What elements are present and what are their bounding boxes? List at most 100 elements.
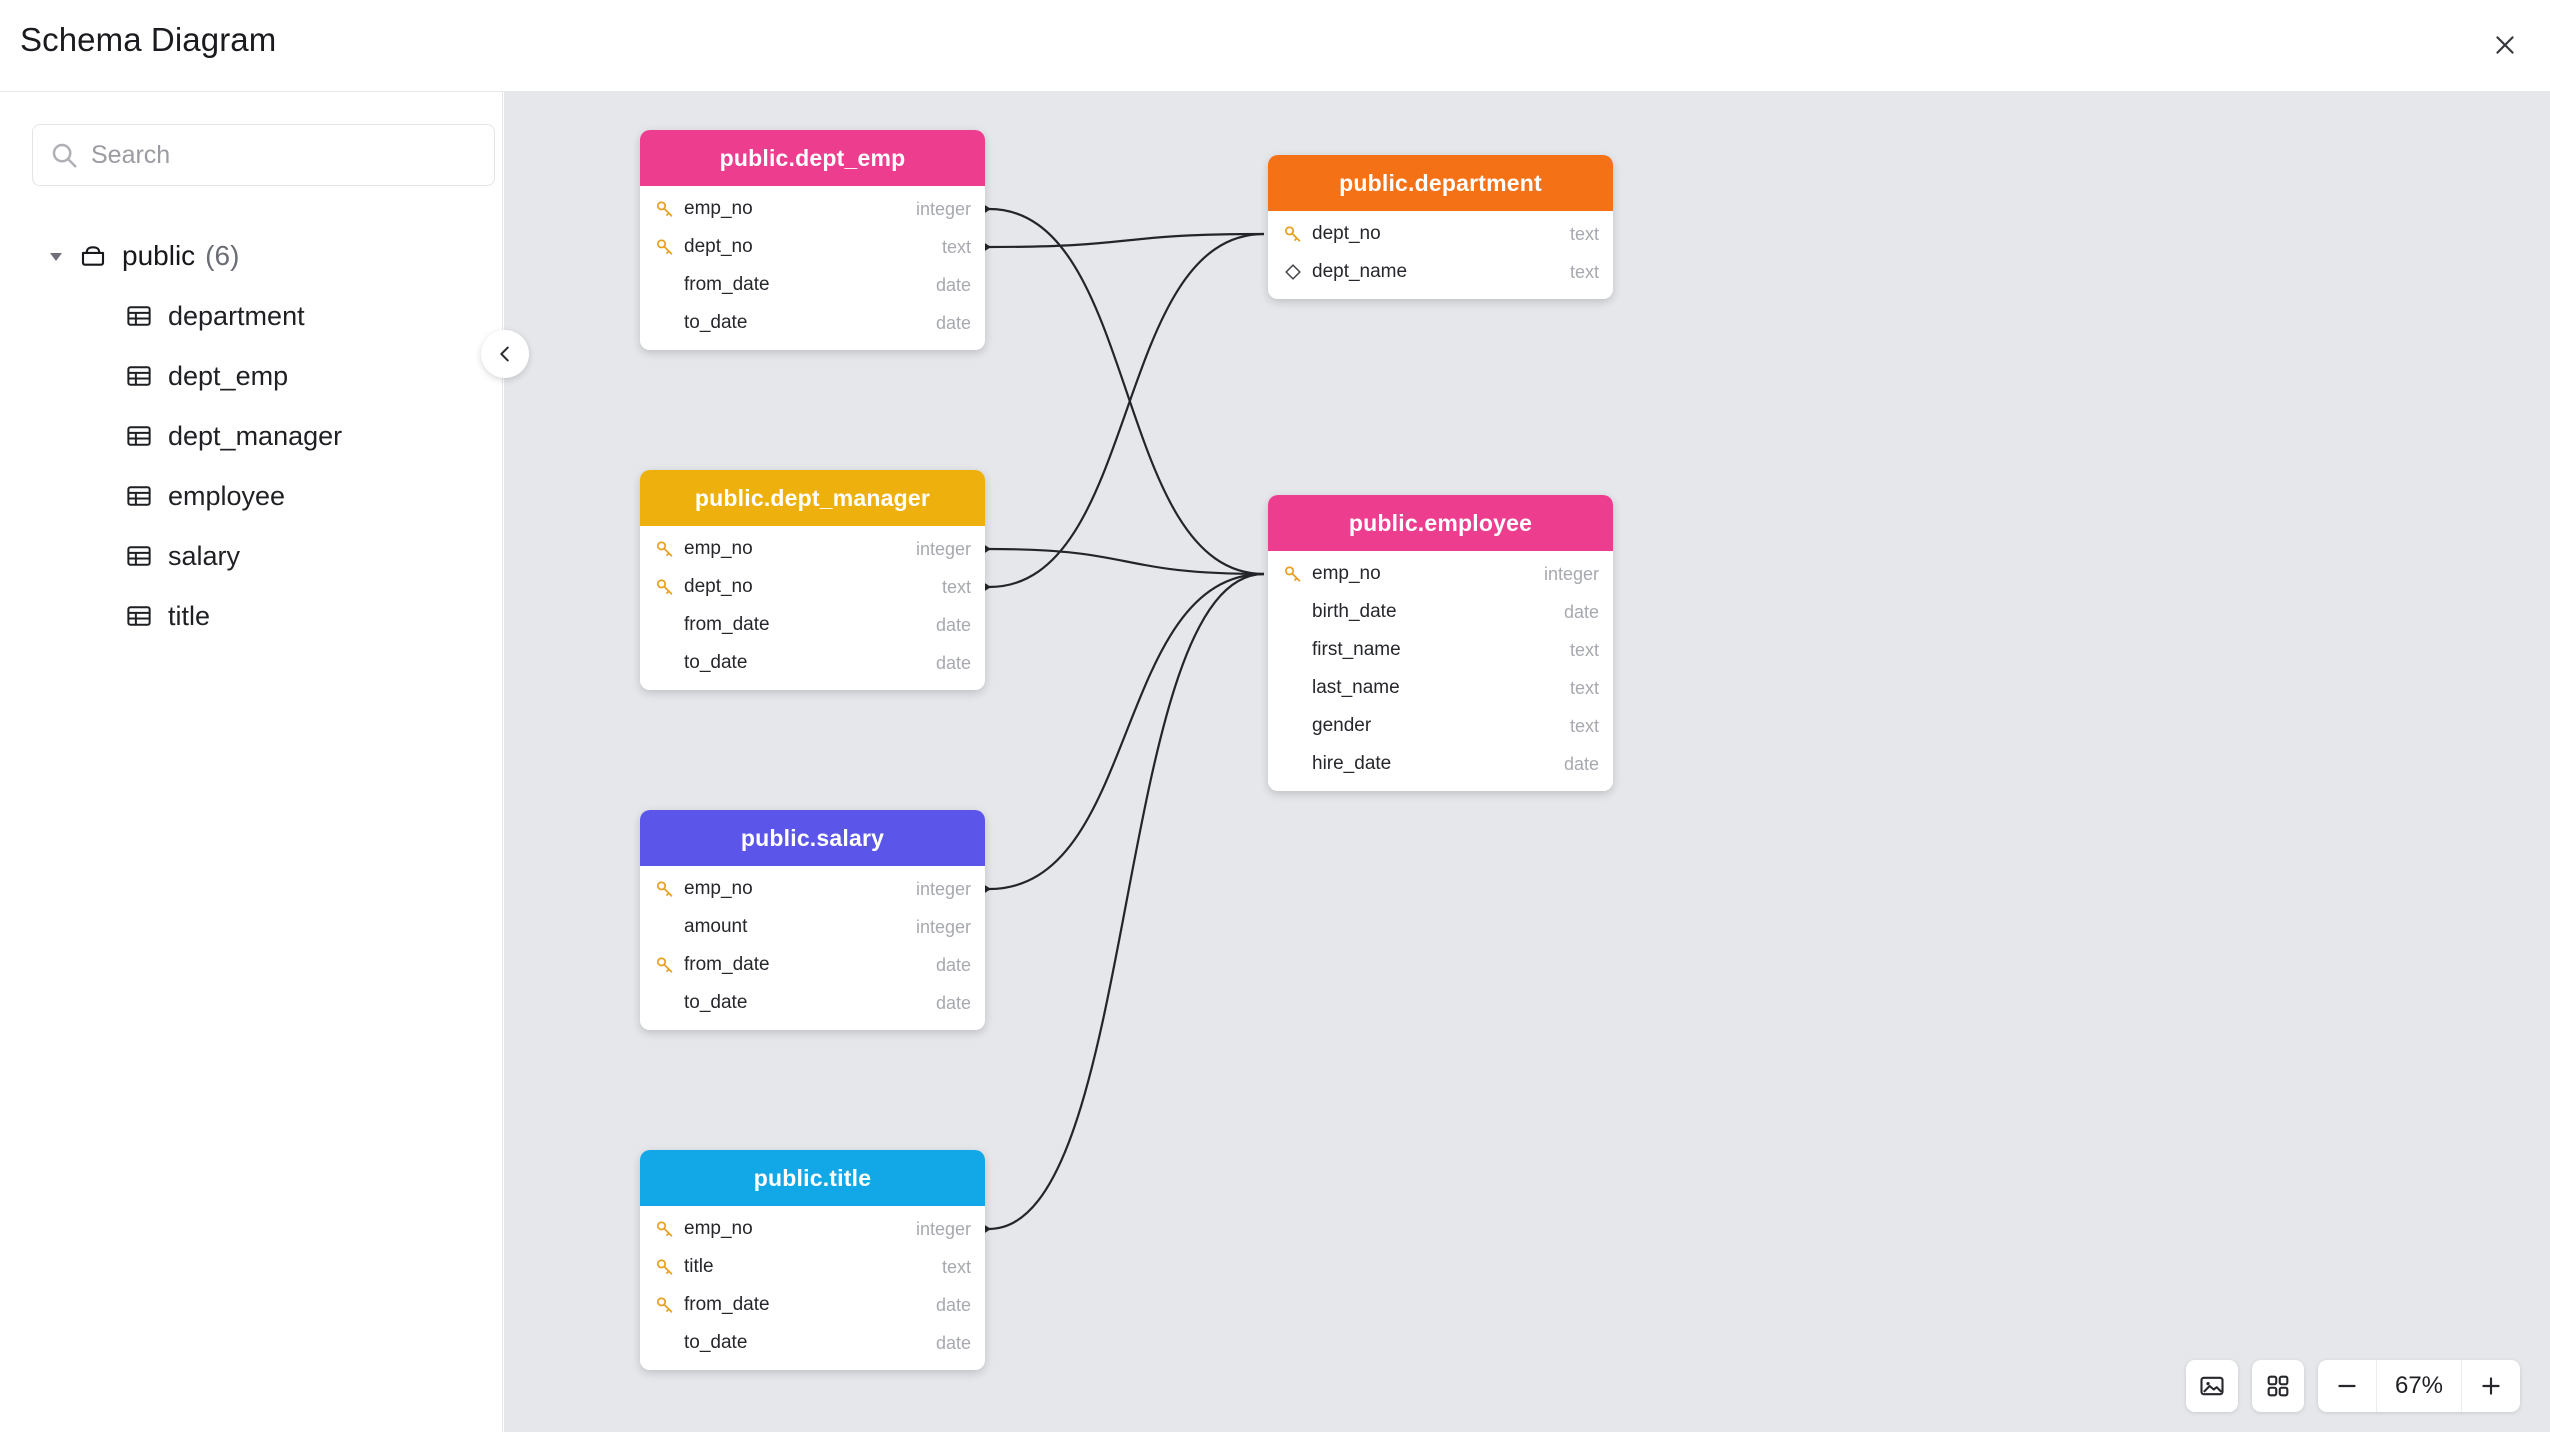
primary-key-icon (656, 881, 673, 897)
column-name: dept_name (1312, 261, 1408, 282)
table-node-header: public.salary (640, 810, 985, 866)
export-image-button[interactable] (2186, 1360, 2238, 1412)
page-header: Schema Diagram (0, 0, 2550, 92)
tree-node-department[interactable]: department (0, 286, 503, 346)
relationship-edge[interactable] (988, 207, 1265, 576)
table-icon (127, 546, 151, 566)
column-type: date (935, 614, 971, 635)
tree-node-employee[interactable]: employee (0, 466, 503, 526)
close-icon (2496, 36, 2514, 54)
column-type: date (935, 312, 971, 333)
column-name: emp_no (684, 878, 753, 899)
column-type: text (1569, 261, 1599, 282)
column-type: text (1569, 223, 1599, 244)
column-name: title (684, 1256, 714, 1277)
tree-node-title[interactable]: title (0, 586, 503, 646)
tree-node-public[interactable]: public (6) (0, 226, 503, 286)
column-name: dept_no (684, 576, 753, 597)
primary-key-icon (1284, 566, 1301, 582)
column-name: from_date (684, 274, 770, 295)
relationship-edge[interactable] (988, 572, 1265, 891)
column-name: emp_no (684, 538, 753, 559)
table-node-header: public.title (640, 1150, 985, 1206)
search-input[interactable] (91, 140, 478, 170)
column-type: integer (915, 538, 971, 559)
column-type: date (935, 1294, 971, 1315)
table-icon (127, 606, 151, 626)
grid-icon (2267, 1375, 2289, 1397)
column-row[interactable]: emp_no integer (640, 530, 985, 568)
column-name: emp_no (684, 198, 753, 219)
zoom-controls: 67% (2318, 1360, 2520, 1412)
zoom-level-label[interactable]: 67% (2376, 1360, 2462, 1412)
collapse-sidebar-button[interactable] (481, 330, 529, 378)
relationship-edge[interactable] (988, 572, 1265, 1231)
primary-key-icon (656, 1297, 673, 1313)
column-diamond-icon (1285, 264, 1301, 280)
zoom-out-button[interactable] (2318, 1360, 2376, 1412)
column-row[interactable]: from_date date (640, 266, 985, 304)
tree-node-dept_emp[interactable]: dept_emp (0, 346, 503, 406)
table-icon (127, 486, 151, 506)
relationship-edge[interactable] (988, 547, 1265, 576)
close-button[interactable] (2476, 16, 2534, 74)
relationship-edge[interactable] (988, 232, 1265, 589)
schema-count: (6) (205, 240, 240, 271)
canvas-toolbar: 67% (2186, 1360, 2520, 1412)
tree-node-dept_manager[interactable]: dept_manager (0, 406, 503, 466)
caret-down-icon[interactable] (44, 244, 68, 268)
search-box[interactable] (32, 124, 495, 186)
page-title: Schema Diagram (20, 21, 277, 58)
table-icon (127, 306, 151, 326)
column-type: date (935, 274, 971, 295)
column-row[interactable]: dept_name text (1268, 253, 1613, 291)
layout-grid-button[interactable] (2252, 1360, 2304, 1412)
column-type: integer (915, 1218, 971, 1239)
table-node-header: public.employee (1268, 495, 1613, 551)
zoom-in-button[interactable] (2462, 1360, 2520, 1412)
column-type: text (1569, 715, 1599, 736)
relationship-edge[interactable] (988, 232, 1265, 249)
column-name: emp_no (1312, 563, 1381, 584)
image-icon (2200, 1376, 2224, 1396)
column-name: hire_date (1312, 753, 1392, 774)
tree-node-label: dept_manager (168, 420, 343, 451)
table-icon (127, 426, 151, 446)
column-type: date (1563, 601, 1599, 622)
tree-node-salary[interactable]: salary (0, 526, 503, 586)
